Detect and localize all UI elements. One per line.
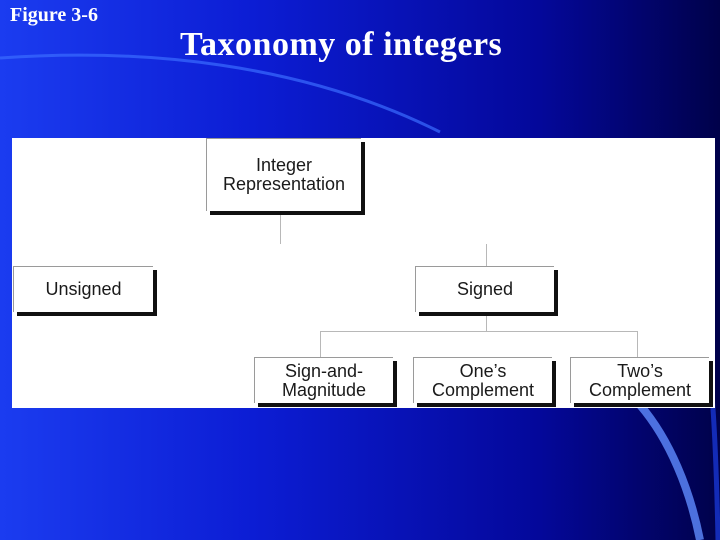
node-integer-representation: Integer Representation — [206, 138, 361, 211]
node-signed-label: Signed — [456, 279, 514, 299]
node-unsigned: Unsigned — [13, 266, 153, 312]
node-ones-complement: One’s Complement — [413, 357, 552, 403]
node-child-line1: Two’s — [617, 360, 663, 381]
node-child-line2: Magnitude — [281, 379, 367, 400]
node-sign-and-magnitude: Sign-and- Magnitude — [254, 357, 393, 403]
node-child-line1: Sign-and- — [284, 360, 364, 381]
node-child-line2: Complement — [431, 379, 535, 400]
node-root-line2: Representation — [222, 174, 346, 194]
diagram-panel: Integer Representation Unsigned Signed S… — [12, 138, 715, 408]
node-root-line1: Integer — [255, 155, 313, 175]
figure-label: Figure 3-6 — [10, 4, 98, 26]
connector-children-bar — [320, 331, 638, 332]
connector-signed-up — [486, 244, 487, 266]
node-unsigned-label: Unsigned — [45, 279, 122, 299]
node-child-line2: Complement — [588, 379, 692, 400]
connector-child-right — [637, 331, 638, 357]
connector-signed-down — [486, 312, 487, 332]
node-signed: Signed — [415, 266, 554, 312]
node-twos-complement: Two’s Complement — [570, 357, 709, 403]
slide-title: Taxonomy of integers — [180, 26, 503, 63]
node-child-line1: One’s — [459, 360, 507, 381]
connector-root-down — [280, 210, 281, 244]
connector-child-left — [320, 331, 321, 357]
